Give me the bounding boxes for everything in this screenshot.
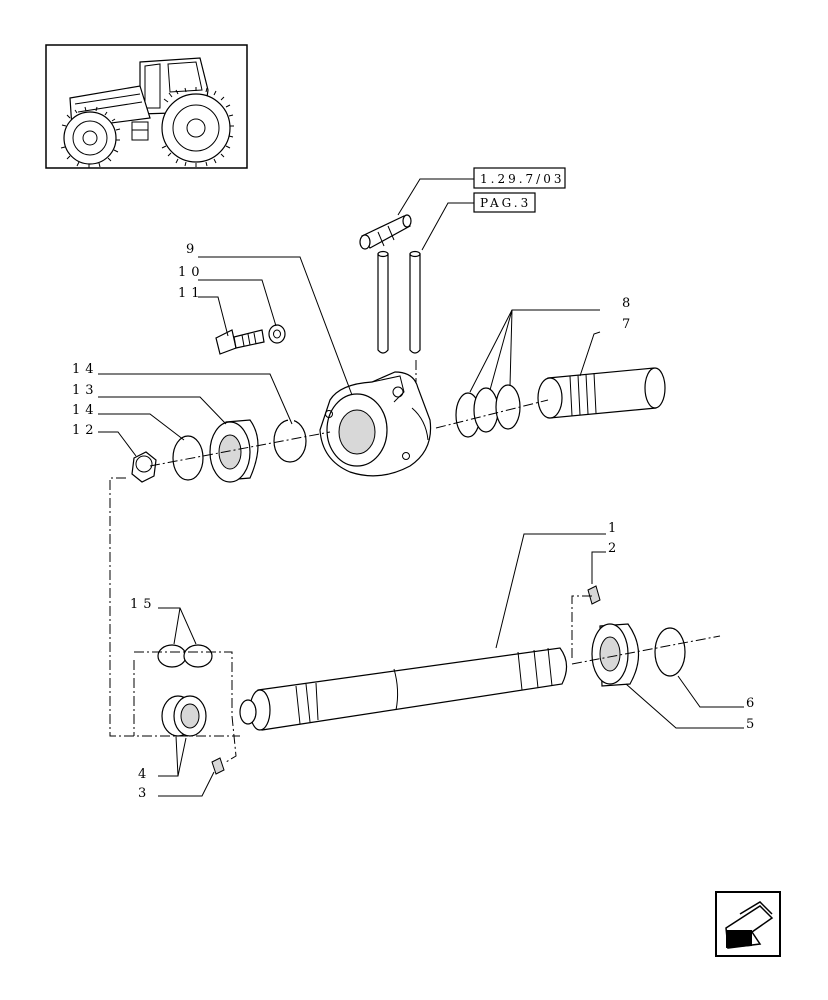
callout-4: 4 [138, 767, 151, 782]
grub-screw-part-2 [587, 585, 601, 605]
callout-9: 9 [186, 242, 199, 257]
callout-8: 8 [622, 296, 635, 311]
circlip-part-14-lower [172, 435, 204, 481]
washer-part-10 [268, 324, 286, 344]
callout-13: 13 [72, 383, 99, 398]
reference-label-2: PAG.3 [480, 196, 531, 210]
pin-part-3 [211, 757, 225, 775]
callout-5: 5 [746, 717, 759, 732]
circlip-part-14-upper [273, 418, 307, 463]
next-page-arrow-icon[interactable] [715, 891, 781, 957]
callout-14-upper: 14 [72, 362, 99, 377]
callout-14-lower: 14 [72, 403, 99, 418]
tractor-thumbnail-icon [45, 44, 248, 169]
bearing-part-13 [209, 419, 259, 483]
circlip-part-6 [654, 627, 686, 677]
bearing-part-5 [591, 623, 640, 687]
reference-leader-2 [421, 202, 474, 251]
reference-label-1: 1.29.7/03 [480, 172, 564, 186]
lubrication-pipe-left [377, 250, 389, 354]
callout-12: 12 [72, 423, 99, 438]
piston-part-7 [537, 367, 666, 419]
seal-part-4 [161, 695, 207, 737]
reference-box-1[interactable]: 1.29.7/03 [473, 167, 566, 189]
callout-1: 1 [608, 521, 621, 536]
support-housing-part-9 [319, 371, 432, 477]
callout-10: 10 [178, 265, 205, 280]
callout-3: 3 [138, 786, 151, 801]
callout-7: 7 [622, 317, 635, 332]
grease-fitting [359, 214, 412, 250]
callout-2: 2 [608, 541, 621, 556]
callout-6: 6 [746, 696, 759, 711]
o-rings-part-15 [157, 644, 213, 668]
callout-15: 15 [130, 597, 157, 612]
reference-leader-1 [397, 178, 474, 216]
reference-box-2[interactable]: PAG.3 [473, 192, 536, 213]
callout-11: 11 [178, 286, 205, 301]
shaft-part-1 [239, 647, 568, 731]
bolt-part-11 [215, 329, 265, 355]
cap-nut-part-12 [131, 451, 157, 483]
lubrication-pipe-right [409, 250, 421, 354]
seal-rings-part-8 [455, 384, 521, 438]
